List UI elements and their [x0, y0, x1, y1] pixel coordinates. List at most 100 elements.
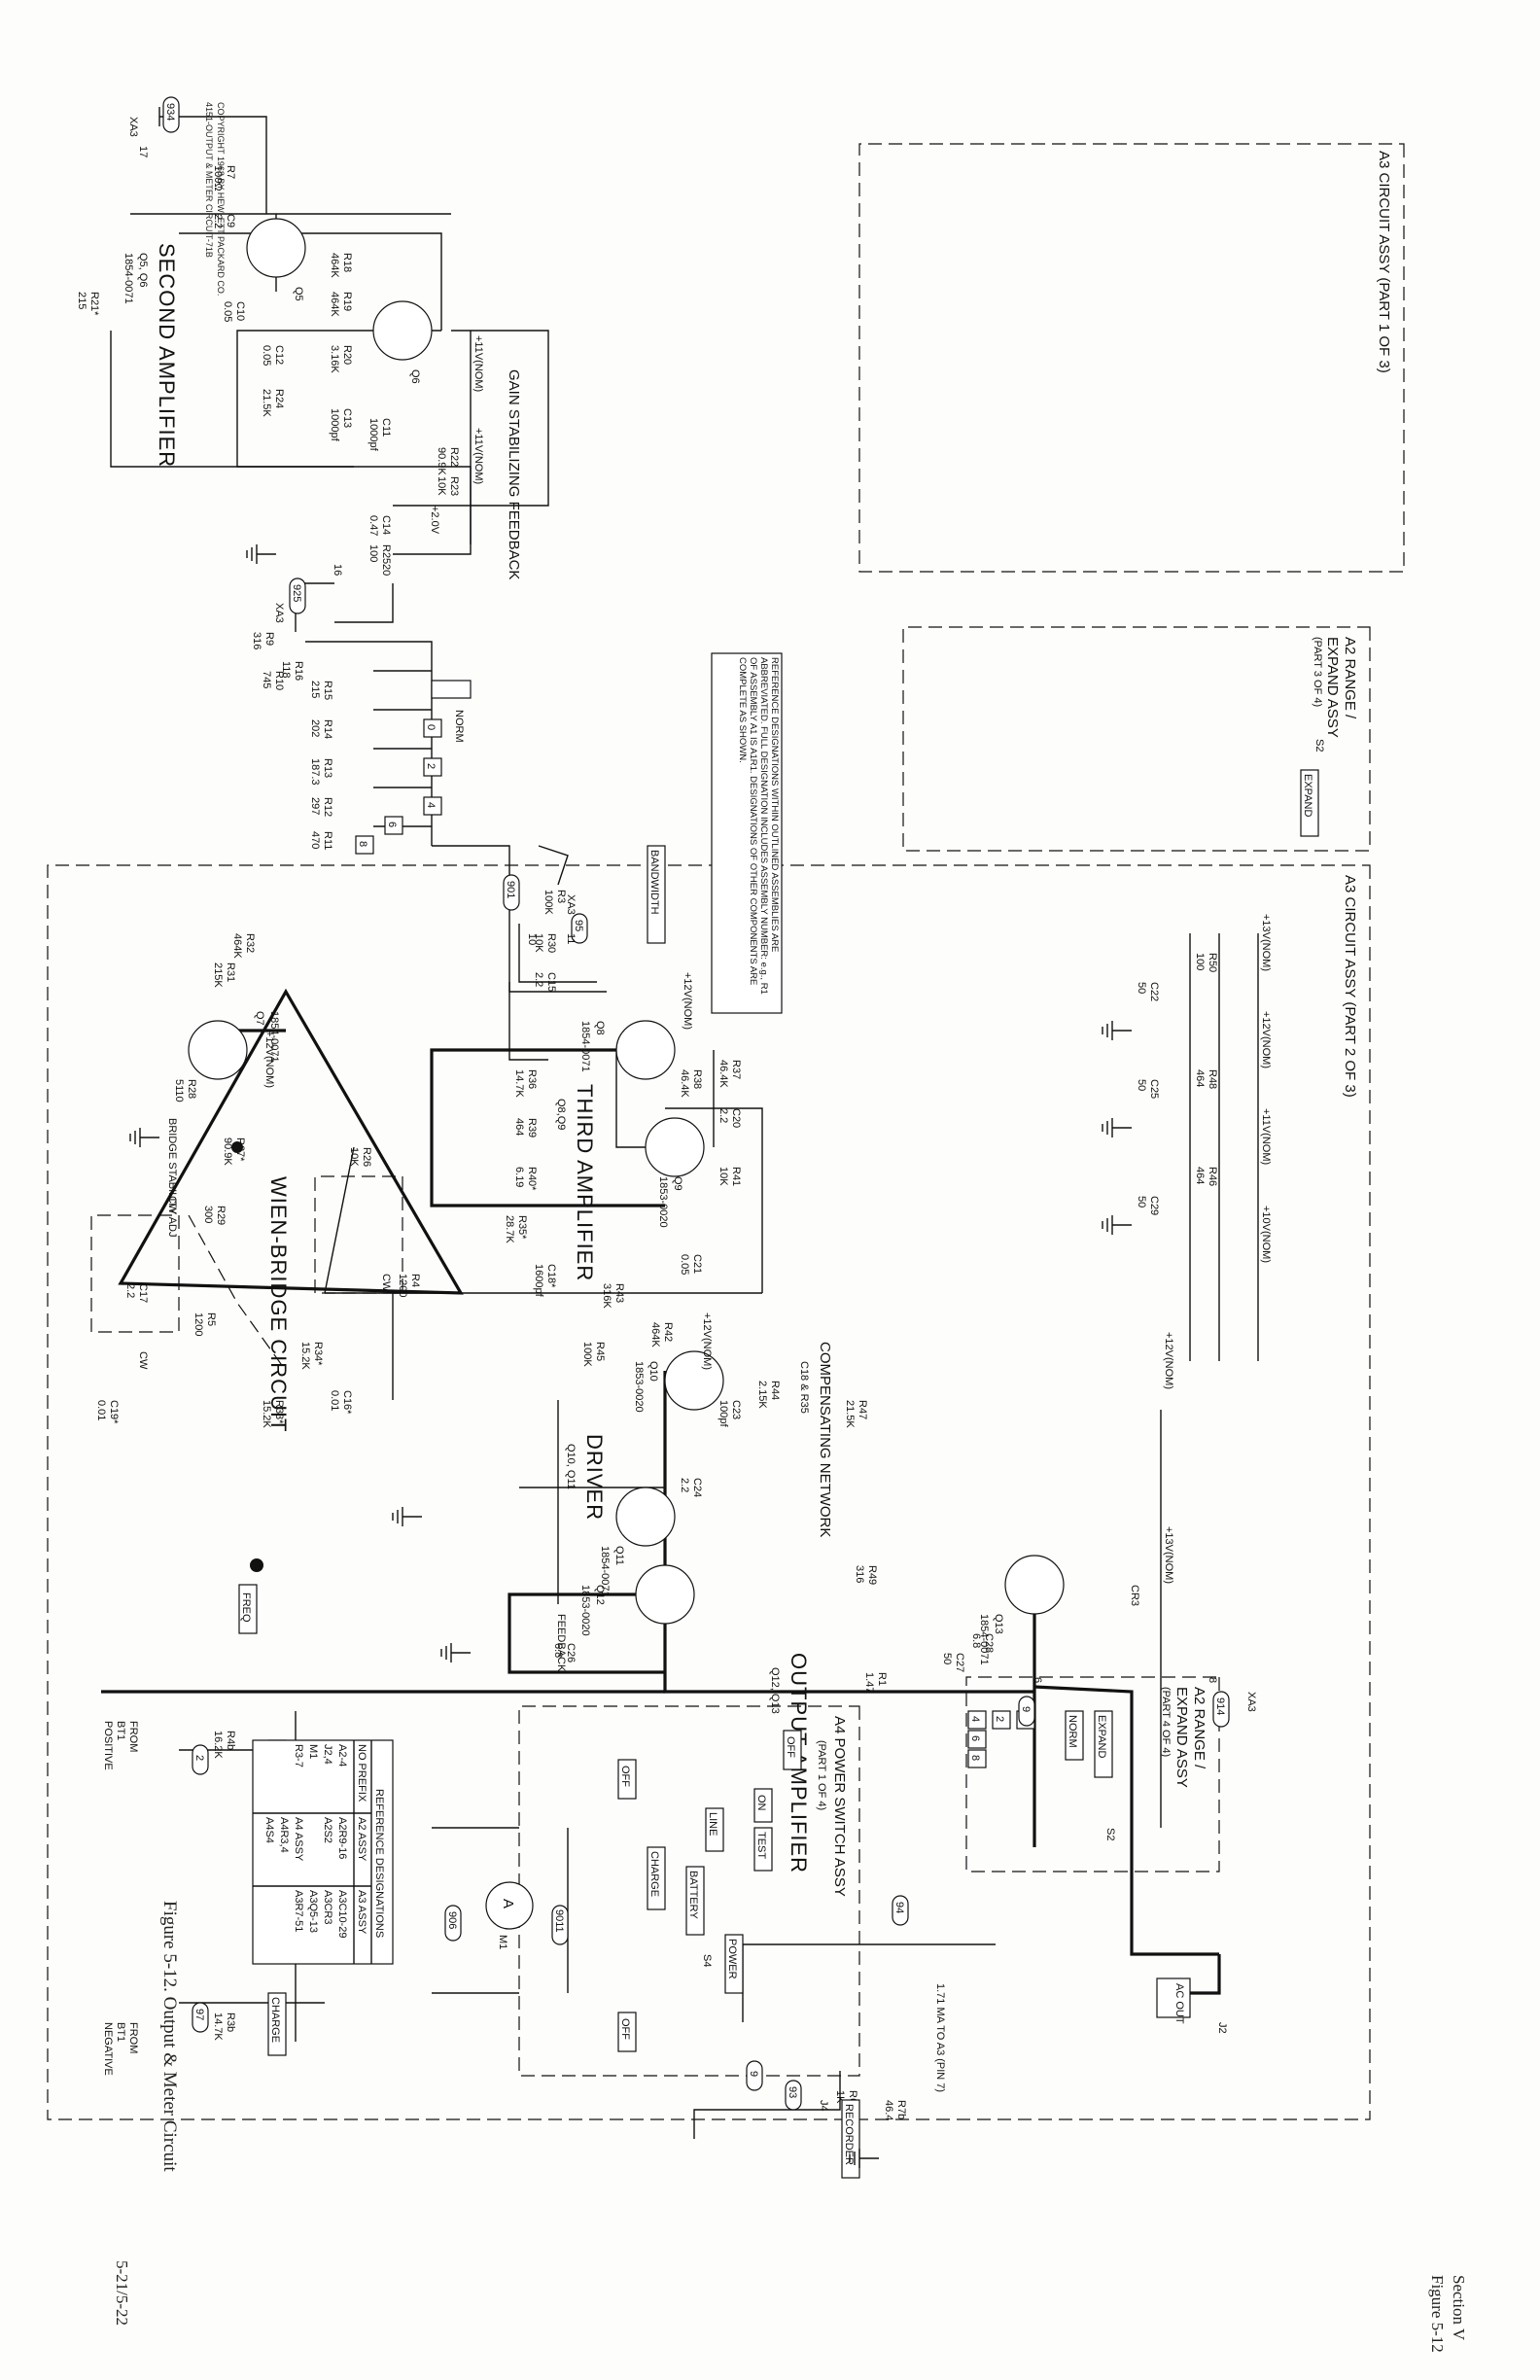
comp-r4-val: 1200: [397, 1274, 408, 1297]
comp-r4-a4-val: 16.2K: [212, 1731, 224, 1759]
transistor-q12: [635, 1564, 695, 1625]
range-2-a2p4-label: 2: [994, 1716, 1005, 1722]
driver-parts: Q10, Q11: [565, 1444, 577, 1489]
node-97: [192, 2002, 209, 2033]
node-934-label: 934: [164, 103, 176, 121]
s2-label-a2p3: S2: [1313, 739, 1325, 752]
comp-c22: C22: [1148, 982, 1160, 1001]
comp-r45: R45: [594, 1342, 606, 1361]
comp-r9: R9: [263, 632, 275, 646]
ref-table-header-1: A2 ASSY: [356, 1817, 368, 1862]
comp-c20-val: 2.2: [718, 1108, 729, 1123]
second-amp-title: SECOND AMPLIFIER: [155, 243, 179, 468]
comp-r47: R47: [857, 1400, 868, 1419]
comp-c22-val: 50: [1136, 982, 1147, 994]
comp-c27: C27: [954, 1653, 965, 1672]
comp-r3-val: 100K: [542, 890, 554, 915]
freq-box: [238, 1584, 258, 1634]
comp-r23: R23: [448, 476, 460, 496]
comp-r35: R35*: [516, 1215, 528, 1240]
comp-c14-val: 0.47: [368, 515, 379, 536]
range-ladder-taps: [373, 670, 432, 827]
node-906: [444, 1905, 462, 1942]
comp-r38: R38: [691, 1069, 703, 1089]
norm-label-a2p3: NORM: [453, 710, 465, 743]
ref-table-cell: A3R7-51: [293, 1890, 304, 1932]
comp-r11-val: 470: [309, 831, 321, 849]
comp-r7: R7: [225, 165, 236, 179]
q7-label: Q7: [254, 1011, 265, 1026]
comp-r35-val: 28.7K: [504, 1215, 515, 1243]
comp-r36: R36: [526, 1069, 538, 1089]
q13-pn: 1854-0071: [978, 1614, 990, 1665]
comp-r29: R29: [215, 1206, 227, 1225]
ref-table-cell: M1: [307, 1744, 319, 1759]
pin-6-label: 6: [1032, 1677, 1043, 1683]
comp-c26: C26: [565, 1643, 577, 1662]
off-box-3: [617, 2012, 637, 2052]
ref-table-cell: R3-7: [293, 1744, 304, 1768]
comp-r25: R25: [380, 544, 392, 564]
freq-linkage: [188, 1214, 287, 1372]
comp-r37: R37: [730, 1060, 742, 1079]
rail-12v-e: +12V(NOM): [701, 1312, 713, 1370]
comp-r13: R13: [322, 758, 333, 778]
ref-note-fo: REFERENCE DESIGNATIONS WITHIN OUTLINED A…: [737, 657, 780, 995]
second-amp-parts: Q5, Q6: [137, 253, 149, 287]
line-box: [705, 1807, 724, 1852]
xa3-label-1: XA3: [127, 117, 139, 137]
off-label-2: OFF: [619, 1766, 631, 1787]
wien-arm-r26: [324, 1146, 461, 1294]
driver-title: DRIVER: [582, 1434, 607, 1521]
comp-r19-val: 464K: [329, 292, 340, 317]
rail-12v-b: +12V(NOM): [1163, 1332, 1174, 1389]
off-label-3: OFF: [619, 2018, 631, 2040]
freq-label: FREQ: [240, 1592, 252, 1623]
comp-r14: R14: [322, 719, 333, 739]
node-901: [503, 874, 520, 911]
transistor-q11: [615, 1487, 676, 1547]
comp-r45-val: 100K: [581, 1342, 593, 1367]
j2-label: J2: [1216, 2022, 1228, 2034]
comp-c29: C29: [1148, 1196, 1160, 1215]
test-label: TEST: [755, 1832, 767, 1859]
rail-feedback: [393, 330, 549, 507]
xa3-label-2: XA3: [273, 603, 285, 623]
comp-c16-val: 0.01: [329, 1390, 340, 1411]
ref-table-cell: A4R3,4: [278, 1817, 290, 1853]
a2-part3-title-3: (PART 3 OF 4): [1312, 637, 1323, 707]
comp-r42: R42: [662, 1322, 674, 1342]
comp-c10: C10: [234, 301, 246, 321]
charge-label-1: CHARGE: [648, 1851, 660, 1897]
rail-11v-c: +11V(NOM): [1260, 1108, 1272, 1165]
ref-table-cell: A2R9-16: [336, 1817, 348, 1859]
pin-11-label: 11: [565, 933, 577, 944]
wire-q8-q9: [615, 1050, 715, 1148]
range-6-a2p4: [967, 1730, 987, 1749]
charge-label-3: CHARGE: [269, 1997, 281, 2043]
node-925: [289, 578, 306, 614]
off-box-2: [617, 1759, 637, 1800]
comp-c29-val: 50: [1136, 1196, 1147, 1208]
transistor-q9: [645, 1117, 705, 1177]
comp-r25-val: 100: [368, 544, 379, 562]
wien-bridge-title: WIEN-BRIDGE CIRCUIT: [266, 1176, 291, 1432]
comp-r28-val: 5110: [173, 1079, 185, 1102]
expand-box-a2p3: [1300, 769, 1319, 837]
third-amp-parts: Q8,Q9: [555, 1099, 567, 1130]
comp-r28: R28: [186, 1079, 197, 1099]
comp-r44: R44: [769, 1381, 781, 1400]
comp-r48: R48: [1207, 1069, 1218, 1089]
comp-c13-val: 1000pf: [329, 408, 340, 442]
comp-r10-val: 745: [261, 671, 272, 688]
q12-pn: 1853-0020: [579, 1585, 591, 1636]
a4-title-1: A4 POWER SWITCH ASSY: [831, 1716, 848, 1897]
ref-table-header-0: NO PREFIX: [356, 1744, 368, 1802]
comp-r30: R30: [545, 933, 557, 953]
xa3-label-4: XA3: [1245, 1692, 1257, 1712]
range-ladder-bus: [305, 641, 433, 846]
node-9-b-label: 9: [748, 2071, 759, 2077]
wire-input: [198, 116, 267, 214]
node-9-a-label: 9: [1020, 1706, 1032, 1712]
off-label-1: OFF: [785, 1736, 796, 1758]
